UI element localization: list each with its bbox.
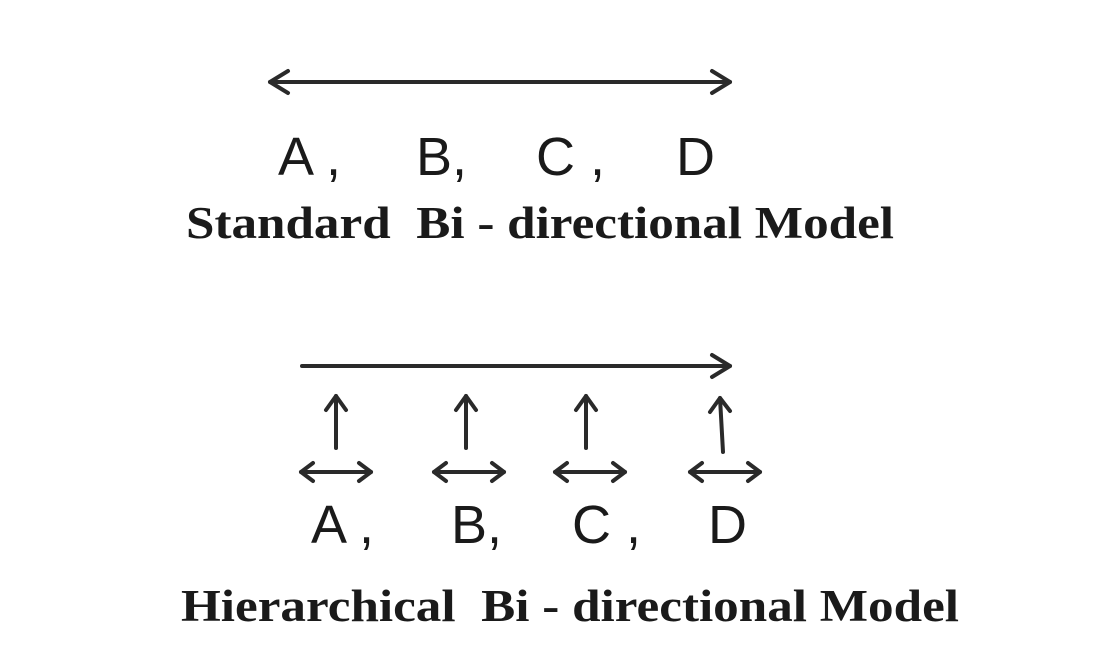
- hierarchical-local-double-arrow-c: [553, 461, 627, 483]
- standard-letter-a: A ,: [278, 127, 341, 187]
- standard-model: A , B, C , D Standard Bi - directional M…: [186, 69, 894, 248]
- hierarchical-letter-c: C ,: [572, 495, 641, 555]
- hierarchical-up-arrow-c: [574, 394, 598, 450]
- hierarchical-letter-b: B,: [451, 495, 502, 555]
- hierarchical-forward-arrow: [300, 353, 732, 379]
- hierarchical-model: A , B, C , D Hierarchical Bi - direction…: [181, 353, 959, 631]
- hierarchical-up-arrow-b: [454, 394, 478, 450]
- hierarchical-local-double-arrow-a: [299, 461, 373, 483]
- standard-letter-c: C ,: [536, 127, 605, 187]
- hierarchical-letter-a: A ,: [311, 495, 374, 555]
- hierarchical-letter-d: D: [708, 495, 747, 555]
- standard-letter-b: B,: [416, 127, 467, 187]
- hierarchical-caption: Hierarchical Bi - directional Model: [181, 581, 959, 631]
- hierarchical-up-arrow-d: [708, 396, 732, 454]
- standard-caption: Standard Bi - directional Model: [186, 198, 894, 248]
- standard-letter-d: D: [676, 127, 715, 187]
- hierarchical-local-double-arrow-d: [688, 461, 762, 483]
- hierarchical-up-arrow-a: [324, 394, 348, 450]
- standard-double-arrow: [268, 69, 732, 95]
- hierarchical-local-double-arrow-b: [432, 461, 506, 483]
